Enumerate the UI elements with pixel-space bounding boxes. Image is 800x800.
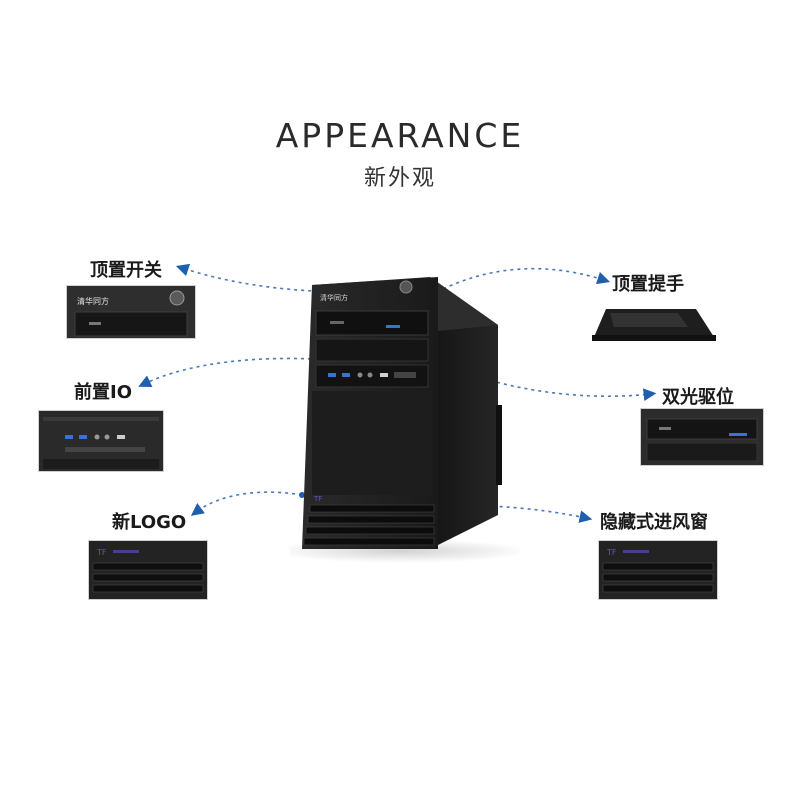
audio-jack-icon[interactable] — [357, 372, 363, 378]
side-rail — [496, 405, 502, 485]
audio-jack-icon[interactable] — [367, 372, 373, 378]
power-button-icon[interactable] — [399, 280, 413, 294]
top-switch-detail: 清华同方 — [67, 286, 195, 338]
thumb-new-logo: TF — [88, 540, 208, 600]
usb-port-icon[interactable] — [328, 373, 336, 377]
page-title: APPEARANCE — [275, 116, 525, 155]
side-panel — [430, 277, 498, 549]
connector-new-logo — [190, 491, 303, 516]
card-reader-slot[interactable] — [394, 372, 416, 378]
new-logo-detail: TF — [89, 541, 207, 599]
top-handle-detail — [592, 309, 716, 341]
vent-slat — [602, 584, 714, 593]
feature-label-dual-optical-bay: 双光驱位 — [662, 387, 734, 408]
feature-label-front-io: 前置IO — [74, 382, 132, 403]
brand-logo: 清华同方 — [77, 296, 109, 306]
page-subtitle: 新外观 — [363, 166, 436, 191]
optical-bay-2 — [315, 338, 429, 362]
thumb-top-handle — [592, 297, 716, 341]
feature-label-hidden-vent: 隐藏式进风窗 — [600, 512, 708, 533]
logo-badge: TF — [606, 548, 617, 557]
tower-pc-illustration: 清华同方 TF — [290, 277, 520, 563]
connector-top-handle — [436, 267, 611, 293]
audio-jack-icon — [94, 434, 100, 440]
usb-port-icon — [117, 435, 125, 439]
usb-port-icon — [65, 435, 73, 439]
bay-led — [386, 325, 400, 328]
thumb-front-io — [38, 410, 164, 472]
brand-logo: 清华同方 — [320, 293, 348, 302]
vent-slat — [309, 504, 435, 513]
audio-jack-icon — [104, 434, 110, 440]
vent-slat — [305, 526, 435, 535]
logo-badge: TF — [313, 495, 322, 503]
feature-label-new-logo: 新LOGO — [112, 512, 187, 533]
power-button-icon — [169, 290, 185, 306]
feature-label-top-switch: 顶置开关 — [90, 260, 162, 281]
feature-label-top-handle: 顶置提手 — [612, 274, 684, 295]
thumb-hidden-vent: TF — [598, 540, 718, 600]
vent-slat — [602, 562, 714, 571]
logo-badge: TF — [96, 548, 107, 557]
usb-port-icon[interactable] — [380, 373, 388, 377]
eject-mark — [330, 321, 344, 324]
hidden-vent-detail: TF — [599, 541, 717, 599]
usb-port-icon — [79, 435, 87, 439]
vent-slat — [307, 515, 435, 524]
front-door — [312, 391, 432, 495]
anchor-dot — [299, 492, 305, 498]
thumb-top-switch: 清华同方 — [66, 285, 196, 339]
vent-slat — [602, 573, 714, 582]
vent-slat — [303, 537, 435, 546]
usb-port-icon[interactable] — [342, 373, 350, 377]
thumb-dual-optical-bay — [640, 408, 764, 466]
front-io-detail — [39, 411, 163, 471]
optical-bay-detail — [641, 409, 763, 465]
